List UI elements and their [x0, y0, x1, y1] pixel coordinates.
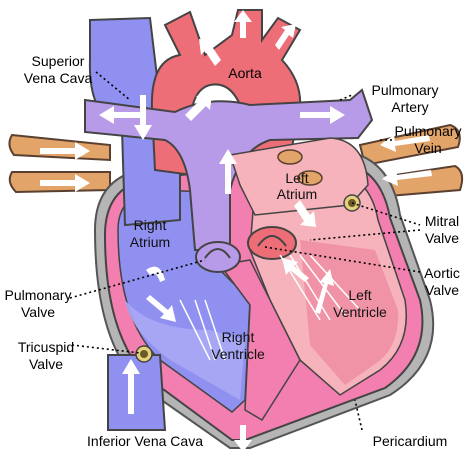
- svg-text:Mitral: Mitral: [425, 213, 459, 229]
- pulmonary-valve-label-1: Pulmonary: [5, 287, 72, 303]
- tricuspid-valve: [135, 345, 153, 363]
- tricuspid-valve-label-2: Valve: [29, 356, 63, 372]
- inferior-vena-cava: [107, 354, 167, 431]
- svg-text:Aortic: Aortic: [424, 265, 460, 281]
- aortic-valve-label-1: Aortic: [424, 265, 460, 281]
- mitral-valve-label-2: Valve: [425, 230, 459, 246]
- superior-vena-cava-label-1: Superior: [32, 53, 85, 69]
- pulmonary-vein-label-1: Pulmonary: [395, 123, 462, 139]
- svg-text:Left: Left: [348, 287, 371, 303]
- svg-text:Right: Right: [134, 217, 167, 233]
- svg-text:Atrium: Atrium: [130, 234, 170, 250]
- svg-text:Pulmonary: Pulmonary: [395, 123, 462, 139]
- flow-arrows: [40, 10, 432, 452]
- pulmonary-valve-label-2: Valve: [21, 304, 55, 320]
- svg-text:Pulmonary: Pulmonary: [5, 287, 72, 303]
- leader-lines: [69, 71, 421, 431]
- right-ventricle-label-2: Ventricle: [211, 346, 265, 362]
- tricuspid-valve-label-1: Tricuspid: [18, 339, 74, 355]
- superior-vena-cava-label-2: Vena Cava: [24, 70, 93, 86]
- svg-text:Right: Right: [222, 329, 255, 345]
- right-ventricle-label-1: Right: [222, 329, 255, 345]
- svg-text:Artery: Artery: [391, 99, 428, 115]
- svg-text:Valve: Valve: [425, 230, 459, 246]
- pulmonary-valve: [195, 241, 241, 273]
- right-atrium-label-1: Right: [134, 217, 167, 233]
- svg-text:Valve: Valve: [29, 356, 63, 372]
- svg-text:Vena Cava: Vena Cava: [24, 70, 93, 86]
- aortic-valve-label-2: Valve: [425, 282, 459, 298]
- pulmonary-artery-label-1: Pulmonary: [372, 82, 439, 98]
- aorta-label: Aorta: [228, 65, 262, 81]
- svg-text:Atrium: Atrium: [277, 186, 317, 202]
- svg-text:Valve: Valve: [425, 282, 459, 298]
- labels: Superior Vena Cava Aorta Pulmonary Arter…: [5, 53, 462, 449]
- mitral-valve-label-1: Mitral: [425, 213, 459, 229]
- pulmonary-artery-label-2: Artery: [391, 99, 428, 115]
- left-ventricle-label-2: Ventricle: [333, 304, 387, 320]
- svg-text:Pulmonary: Pulmonary: [372, 82, 439, 98]
- svg-text:Ventricle: Ventricle: [211, 346, 265, 362]
- septum: [218, 259, 301, 422]
- left-atrium-label-2: Atrium: [277, 186, 317, 202]
- pericardium-label: Pericardium: [373, 433, 448, 449]
- pulmonary-vein-label-2: Vein: [414, 140, 441, 156]
- aortic-valve: [247, 226, 297, 260]
- left-atrium-label-1: Left: [285, 170, 308, 186]
- svg-text:Superior: Superior: [32, 53, 85, 69]
- svg-text:Valve: Valve: [21, 304, 55, 320]
- svg-text:Tricuspid: Tricuspid: [18, 339, 74, 355]
- svg-text:Left: Left: [285, 170, 308, 186]
- chordae-tendineae: [179, 254, 361, 361]
- inferior-vena-cava-label: Inferior Vena Cava: [87, 433, 203, 449]
- right-atrium-label-2: Atrium: [130, 234, 170, 250]
- left-ventricle-label-1: Left: [348, 287, 371, 303]
- svg-text:Ventricle: Ventricle: [333, 304, 387, 320]
- svg-text:Vein: Vein: [414, 140, 441, 156]
